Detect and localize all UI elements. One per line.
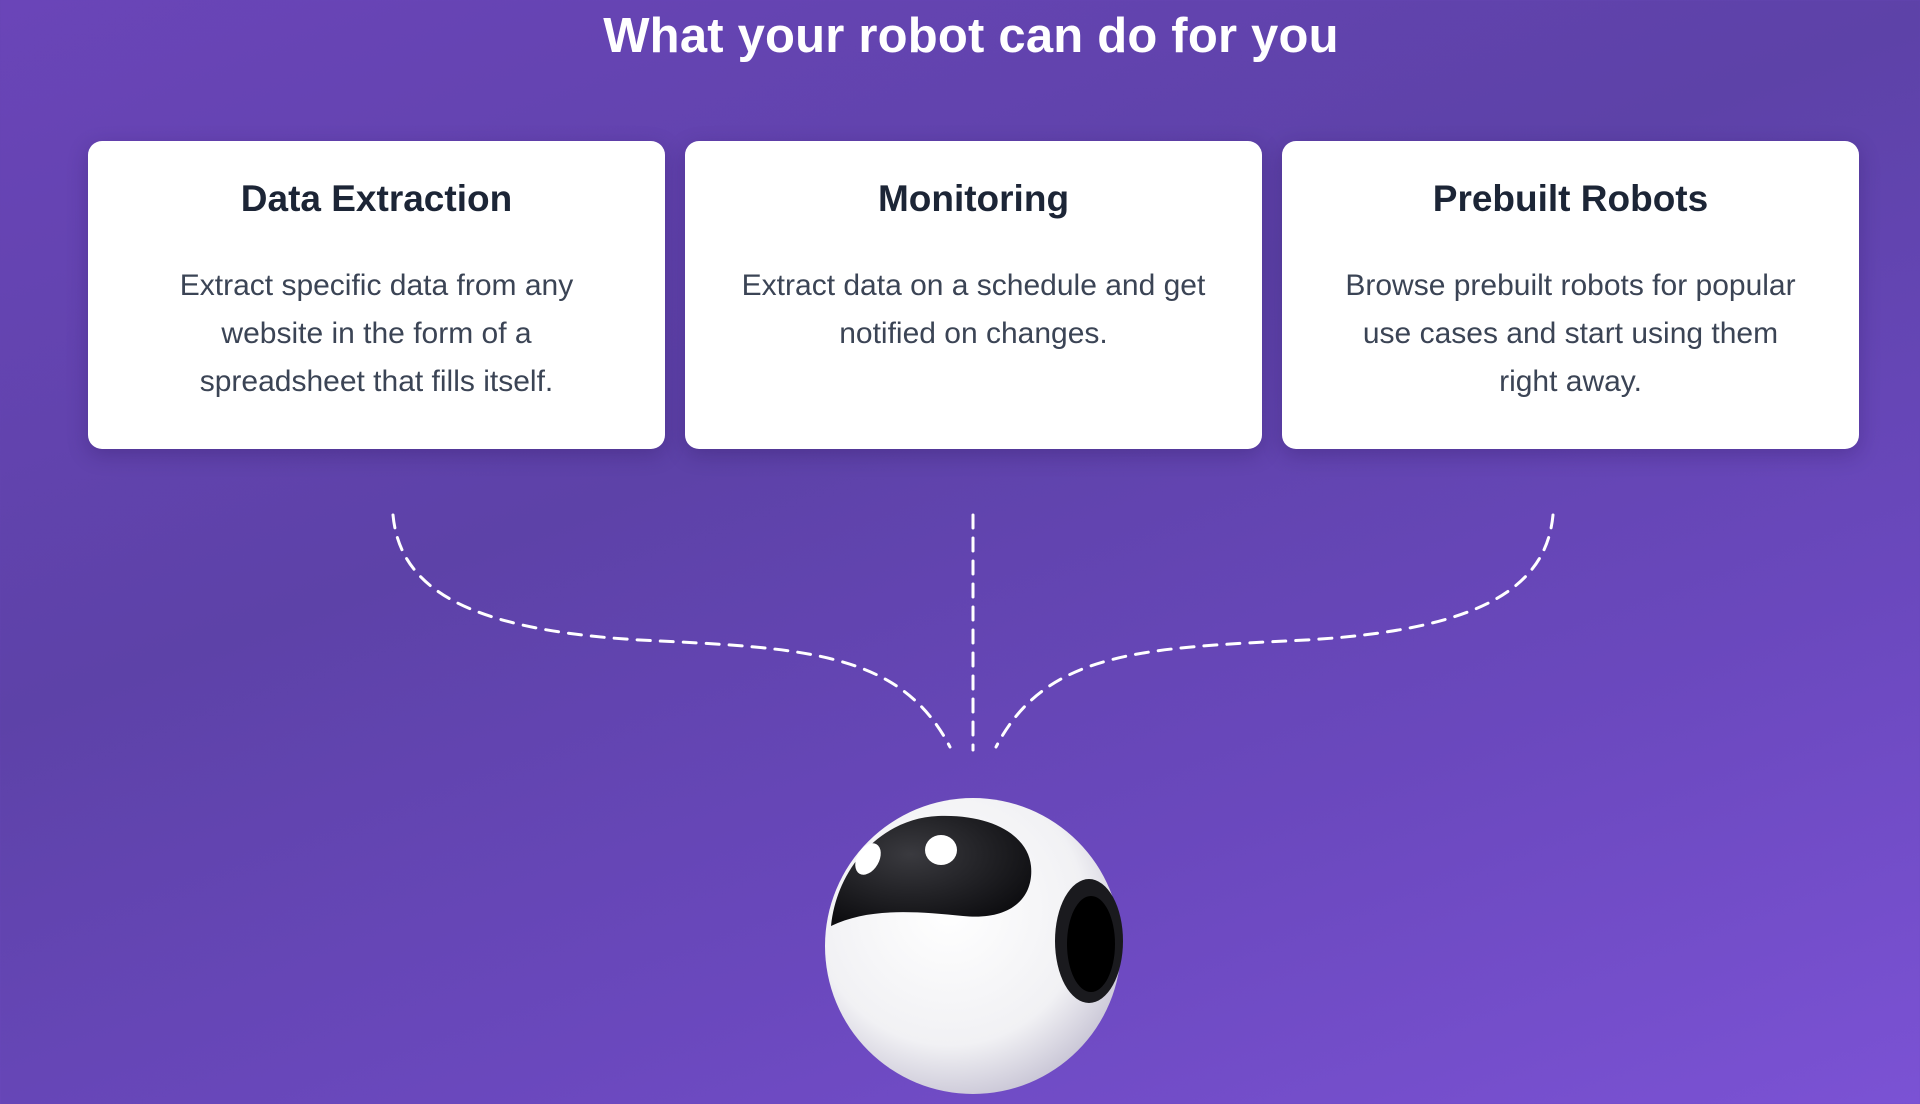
connector-line-left [391, 513, 952, 749]
card-title: Prebuilt Robots [1432, 178, 1709, 219]
feature-card-prebuilt-robots: Prebuilt Robots Browse prebuilt robots f… [1282, 141, 1859, 449]
robot-eye-right [925, 835, 957, 865]
card-description: Extract data on a schedule and get notif… [741, 268, 1206, 350]
robot-visor [831, 815, 1032, 926]
card-title: Monitoring [877, 178, 1070, 219]
feature-card-monitoring: Monitoring Extract data on a schedule an… [685, 141, 1262, 449]
feature-card-data-extraction: Data Extraction Extract specific data fr… [88, 141, 665, 449]
card-description: Extract specific data from any website i… [179, 268, 574, 398]
connector-line-right [994, 513, 1555, 749]
robot-eye-left [855, 843, 881, 875]
section-title: What your robot can do for you [603, 9, 1339, 63]
card-description: Browse prebuilt robots for popular use c… [1345, 268, 1796, 398]
card-title: Data Extraction [240, 178, 513, 219]
robot-mascot-icon [825, 798, 1123, 1094]
